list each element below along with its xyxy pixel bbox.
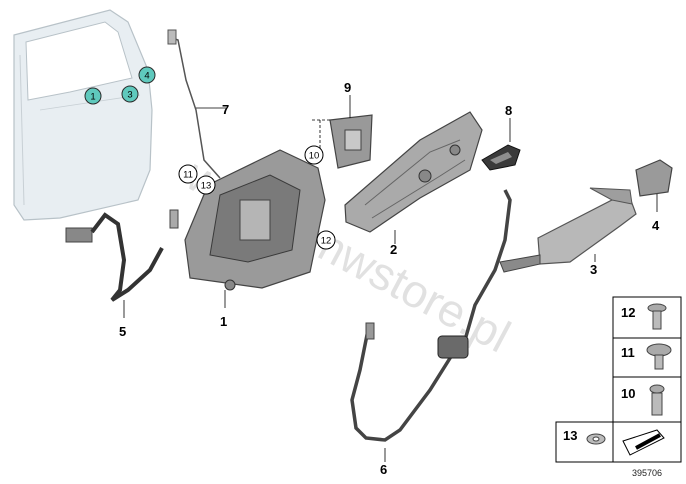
part-8-gasket xyxy=(481,118,521,171)
part-number-4: 4 xyxy=(652,218,660,233)
door-marker-1: 1 xyxy=(84,87,102,105)
door-illustration xyxy=(13,9,153,221)
part-number-6: 6 xyxy=(380,462,387,477)
door-marker-4-label: 4 xyxy=(144,71,149,82)
part-number-5: 5 xyxy=(119,324,126,339)
ref-item-12: 12 xyxy=(612,296,682,339)
ref-item-10-label: 10 xyxy=(621,386,635,401)
door-marker-4: 4 xyxy=(138,66,156,84)
part-number-8: 8 xyxy=(505,103,512,118)
door-marker-3: 3 xyxy=(121,85,139,103)
ref-item-13-label: 13 xyxy=(563,428,577,443)
reference-panel: 12 11 10 13 xyxy=(555,296,682,463)
part-number-9: 9 xyxy=(344,80,351,95)
callout-13-label: 13 xyxy=(201,181,212,192)
part-number-3: 3 xyxy=(590,262,597,277)
part-3-outer-handle xyxy=(499,187,637,273)
ref-item-11-label: 11 xyxy=(621,345,635,360)
door-marker-3-label: 3 xyxy=(127,90,132,101)
diagram-number: 395706 xyxy=(632,468,662,478)
callout-circle-13: 13 xyxy=(196,175,216,195)
callout-circle-10: 10 xyxy=(304,145,324,165)
part-7-rod xyxy=(167,29,226,179)
ref-item-12-label: 12 xyxy=(621,305,635,320)
part-number-1: 1 xyxy=(220,314,227,329)
callout-11-label: 11 xyxy=(183,170,193,181)
callout-circle-11: 11 xyxy=(178,164,198,184)
callout-12-label: 12 xyxy=(321,236,332,247)
part-number-7: 7 xyxy=(222,102,229,117)
part-1-lock-module xyxy=(184,149,326,308)
ref-item-13: 13 xyxy=(555,421,682,463)
part-2-carrier xyxy=(344,111,483,244)
callout-circle-12: 12 xyxy=(316,230,336,250)
ref-item-11: 11 xyxy=(612,337,682,378)
part-6-bowden-cable xyxy=(350,189,512,462)
part-4-end-cap xyxy=(635,159,673,212)
door-marker-1-label: 1 xyxy=(90,92,95,103)
callout-10-label: 10 xyxy=(309,151,320,162)
part-5-cable xyxy=(65,209,179,318)
part-number-2: 2 xyxy=(390,242,397,257)
ref-item-10: 10 xyxy=(612,376,682,423)
part-9-striker xyxy=(312,95,373,169)
